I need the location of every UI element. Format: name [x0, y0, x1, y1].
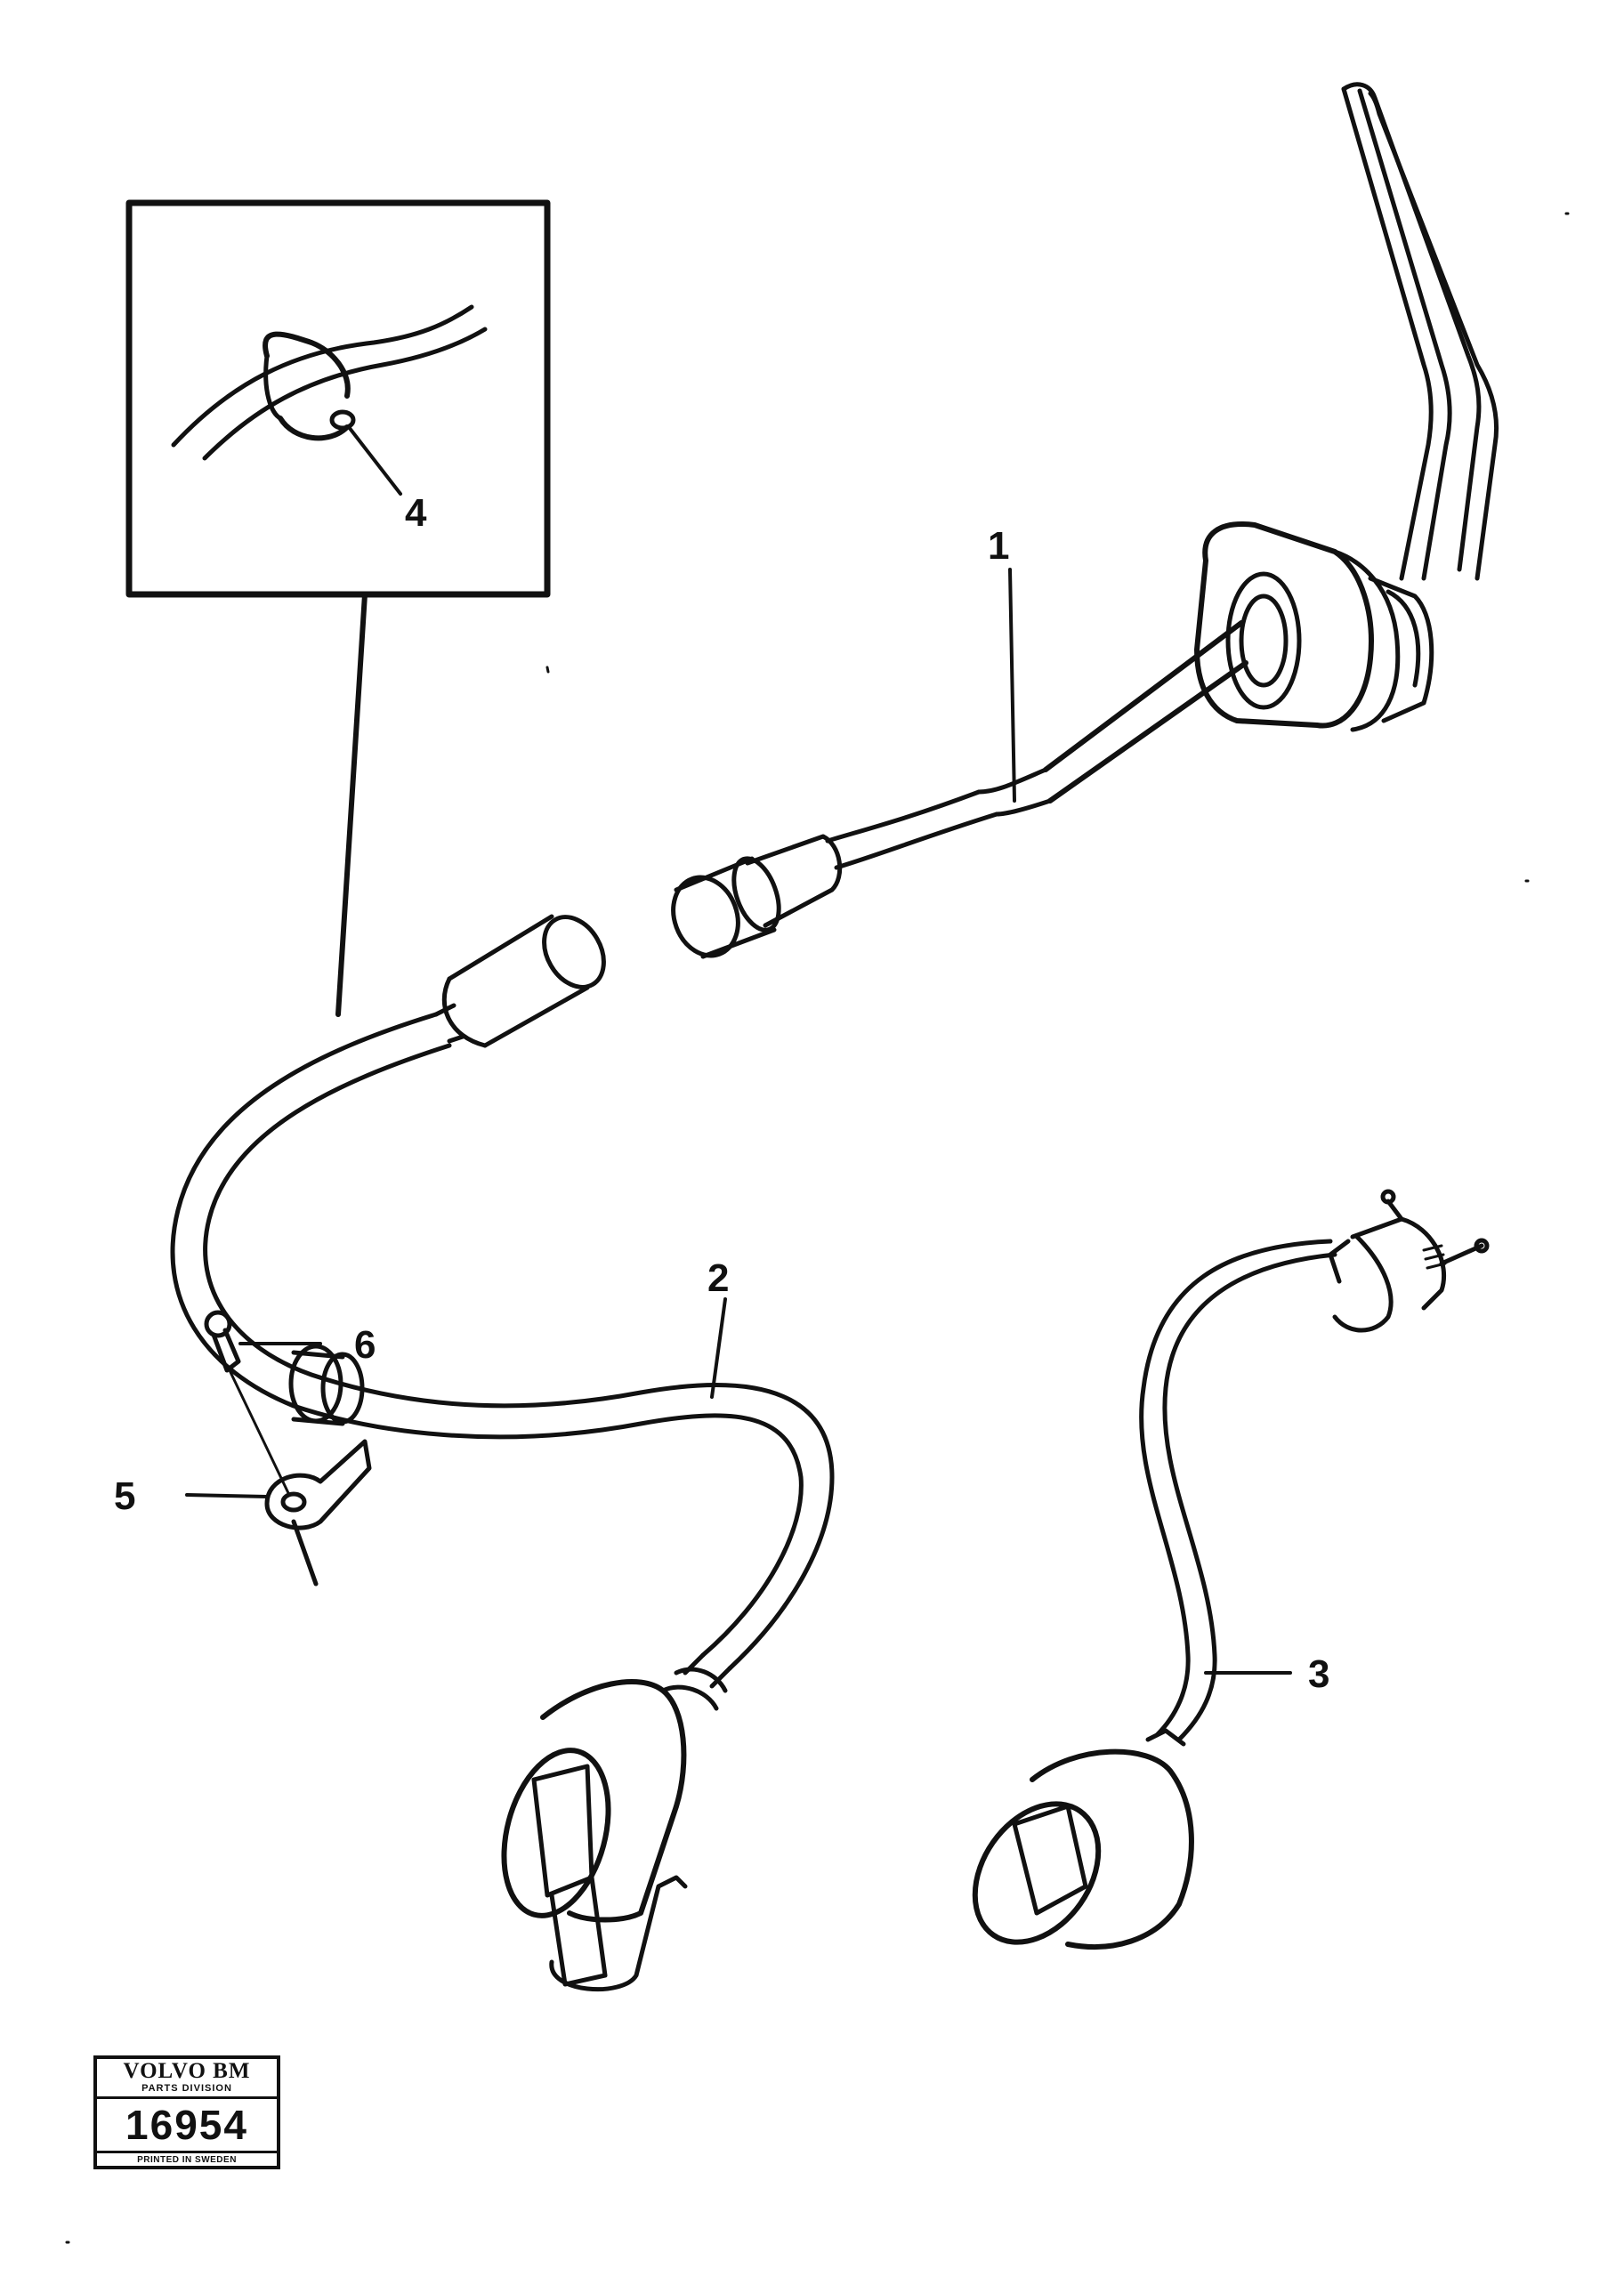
callout-4: 4 [405, 491, 427, 535]
callout-1: 1 [988, 524, 1010, 568]
callout-3: 3 [1308, 1652, 1330, 1696]
stamp-brand: VOLVO BM [123, 2059, 251, 2083]
scan-specks [65, 212, 1570, 2244]
stamp-division: PARTS DIVISION [97, 2083, 277, 2099]
part-heater-element [671, 82, 1499, 959]
detail-inset [125, 199, 551, 1017]
stamp-number: 16954 [97, 2099, 277, 2153]
part-cable-assembly [170, 914, 835, 1992]
stamp-printed: PRINTED IN SWEDEN [137, 2155, 237, 2165]
callout-5: 5 [114, 1474, 136, 1518]
parts-division-stamp: VOLVO BM PARTS DIVISION 16954 PRINTED IN… [93, 2055, 280, 2169]
part-extension-cable [972, 1189, 1490, 1950]
callout-6: 6 [354, 1323, 376, 1367]
callout-2: 2 [707, 1256, 730, 1300]
